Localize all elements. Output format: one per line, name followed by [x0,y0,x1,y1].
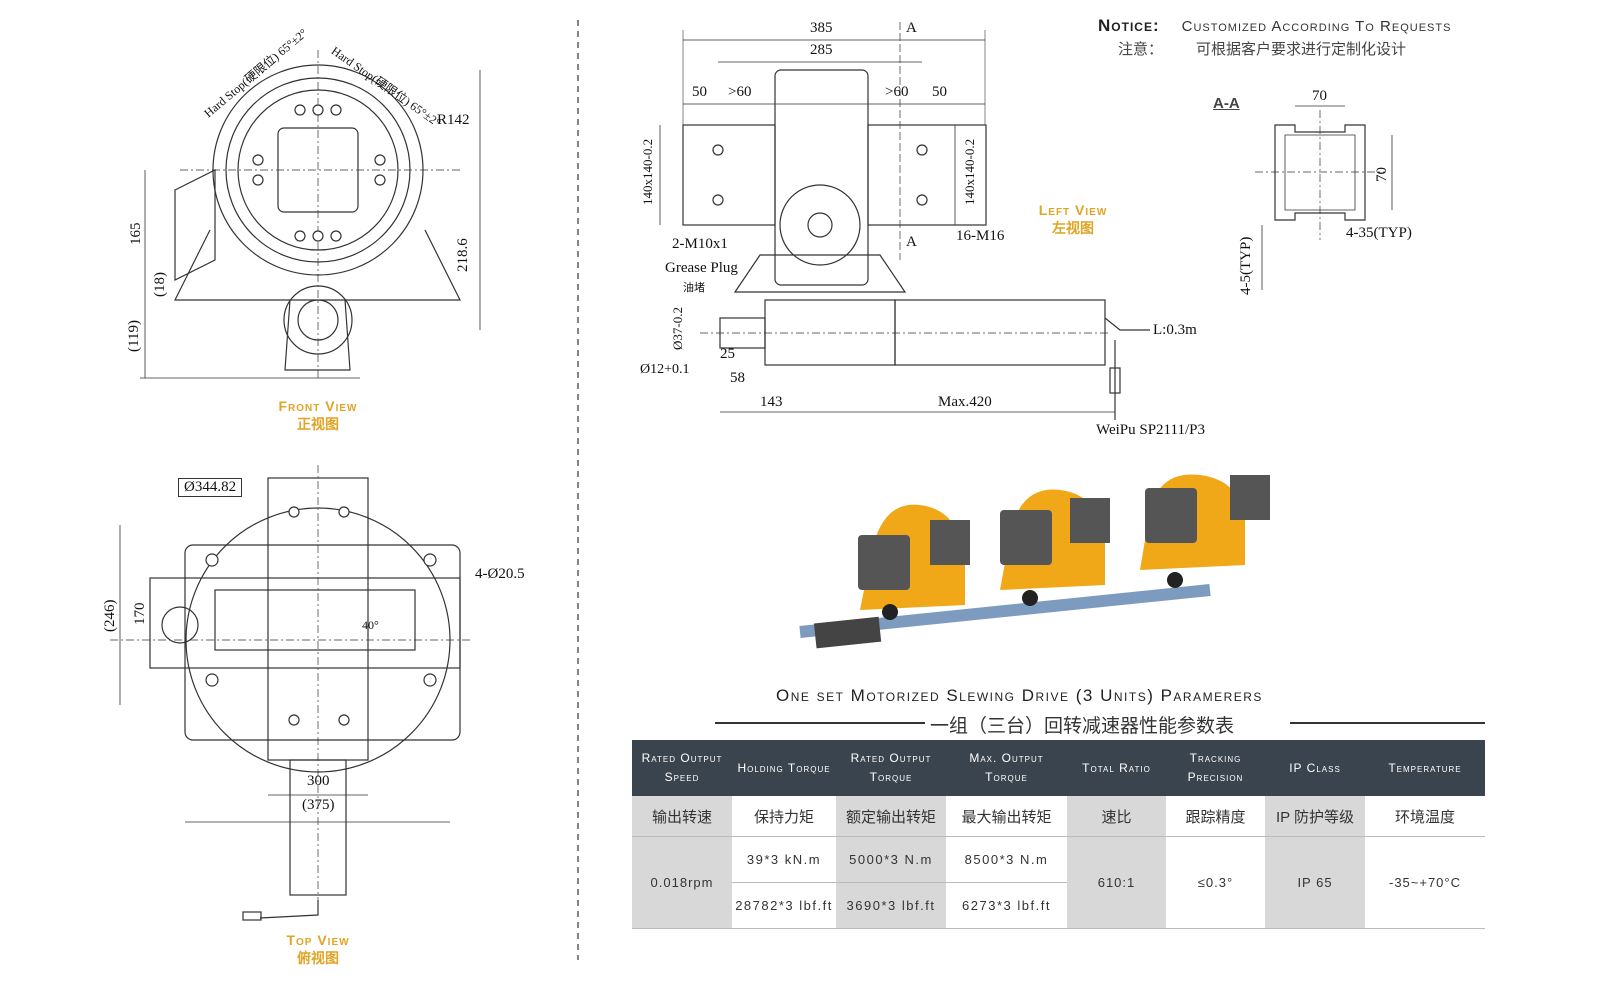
cell-temperature: -35~+70°C [1365,836,1485,929]
notice-text: Customized According To Requests [1181,18,1452,35]
front-view-title-en: Front View [278,398,358,414]
dim-300: 300 [307,773,330,789]
cell-ip: IP 65 [1265,836,1365,929]
header-cn-speed: 输出转速 [632,796,732,837]
dim-165: 165 [128,222,144,246]
dim-m10: 2-M10x1 [672,236,728,252]
cell-ratio: 610:1 [1067,836,1166,929]
connector-label: WeiPu SP2111/P3 [1096,422,1205,438]
header-ratio: Total Ratio [1067,740,1166,796]
dim-143: 143 [760,394,783,410]
title-rule-left [715,722,925,724]
dim-60-right: >60 [885,84,909,100]
front-view-title: Front View 正视图 [218,398,418,434]
header-max: Max. Output Torque [946,740,1067,796]
notice-text-cn: 可根据客户要求进行定制化设计 [1196,41,1407,58]
left-view-title-cn: 左视图 [1052,220,1094,236]
dim-18: (18) [152,272,168,297]
product-illustration [799,474,1270,649]
notice-label: Notice: [1098,16,1160,35]
front-view-drawing [140,50,481,380]
cell-holding-metric: 39*3 kN.m [732,836,836,883]
table-row: 28782*3 lbf.ft 3690*3 lbf.ft 6273*3 lbf.… [632,882,1485,929]
cell-rated-metric: 5000*3 N.m [836,836,946,883]
section-a-top: A [906,20,917,36]
header-precision: Tracking Precision [1166,740,1265,796]
top-view-title: Top View 俯视图 [218,932,418,968]
dim-50-right: 50 [932,84,947,100]
dim-holes: 4-Ø20.5 [475,566,525,582]
dim-60-left: >60 [728,84,752,100]
top-view-title-cn: 俯视图 [297,950,339,966]
dim-37: Ø37-0.2 [670,307,685,350]
table-row: 0.018rpm 39*3 kN.m 5000*3 N.m 8500*3 N.m… [632,836,1485,929]
header-holding: Holding Torque [732,740,836,796]
grease-plug-label: Grease Plug [665,260,738,276]
dim-375: (375) [302,797,335,813]
header-rated: Rated Output Torque [836,740,946,796]
params-title-cn: 一组（三台）回转减速器性能参数表 [930,716,1235,737]
cell-max-metric: 8500*3 N.m [946,836,1067,883]
dim-246: (246) [102,599,118,633]
dim-70-side: 70 [1374,167,1390,182]
dim-344: Ø344.82 [178,478,243,497]
cable-length: L:0.3m [1153,322,1197,338]
cell-rated-imperial: 3690*3 lbf.ft [836,882,946,929]
dim-285: 285 [810,42,833,58]
dim-tube-right: 140x140-0.2 [962,138,977,205]
header-cn-max: 最大输出转矩 [946,796,1067,837]
header-speed: Rated Output Speed [632,740,732,796]
notice-label-cn: 注意： [1118,41,1164,58]
grease-plug-label-cn: 油堵 [683,282,705,294]
cell-speed: 0.018rpm [632,836,732,929]
dim-m16: 16-M16 [956,228,1005,244]
dim-25: 25 [720,346,735,362]
dim-tube-left: 140x140-0.2 [640,138,655,205]
dim-58: 58 [730,370,745,386]
left-view-title: Left View 左视图 [973,202,1173,238]
dim-385: 385 [810,20,833,36]
left-view-drawing [659,22,1150,420]
title-rule-right [1290,722,1485,724]
table-header-cn-row: 输出转速 保持力矩 额定输出转矩 最大输出转矩 速比 跟踪精度 IP 防护等级 … [632,796,1485,837]
header-cn-rated: 额定输出转矩 [836,796,946,837]
dim-119: (119) [126,320,142,352]
header-cn-precision: 跟踪精度 [1166,796,1265,837]
top-view-title-en: Top View [286,932,350,948]
section-a-bottom: A [906,234,917,250]
header-temp: Temperature [1365,740,1485,796]
dim-angle: 40° [362,618,379,632]
left-view-title-en: Left View [1038,202,1108,218]
dim-4-5: 4-5(TYP) [1238,236,1254,295]
dim-12: Ø12+0.1 [640,362,690,377]
cell-precision: ≤0.3° [1166,836,1265,929]
cell-holding-imperial: 28782*3 lbf.ft [732,882,836,929]
header-ip: IP Class [1265,740,1365,796]
section-aa-drawing [1255,105,1393,290]
header-cn-ip: IP 防护等级 [1265,796,1365,837]
top-view-drawing [110,465,470,921]
dim-50-left: 50 [692,84,707,100]
params-title: One set Motorized Slewing Drive (3 Units… [776,686,1263,705]
notice: Notice:Customized According To Requests … [1098,16,1451,59]
dim-170: 170 [132,602,148,626]
header-cn-holding: 保持力矩 [732,796,836,837]
table-header-row: Rated Output Speed Holding Torque Rated … [632,740,1485,796]
section-aa-title: A-A [1213,95,1240,112]
dim-r142: R142 [437,112,470,128]
front-view-title-cn: 正视图 [297,416,339,432]
cell-max-imperial: 6273*3 lbf.ft [946,882,1067,929]
params-table: Rated Output Speed Holding Torque Rated … [632,740,1485,929]
dim-max420: Max.420 [938,394,992,410]
dim-218: 218.6 [455,238,471,272]
dim-70-top: 70 [1312,88,1327,104]
dim-4-35: 4-35(TYP) [1346,225,1412,241]
header-cn-ratio: 速比 [1067,796,1166,837]
header-cn-temp: 环境温度 [1365,796,1485,837]
